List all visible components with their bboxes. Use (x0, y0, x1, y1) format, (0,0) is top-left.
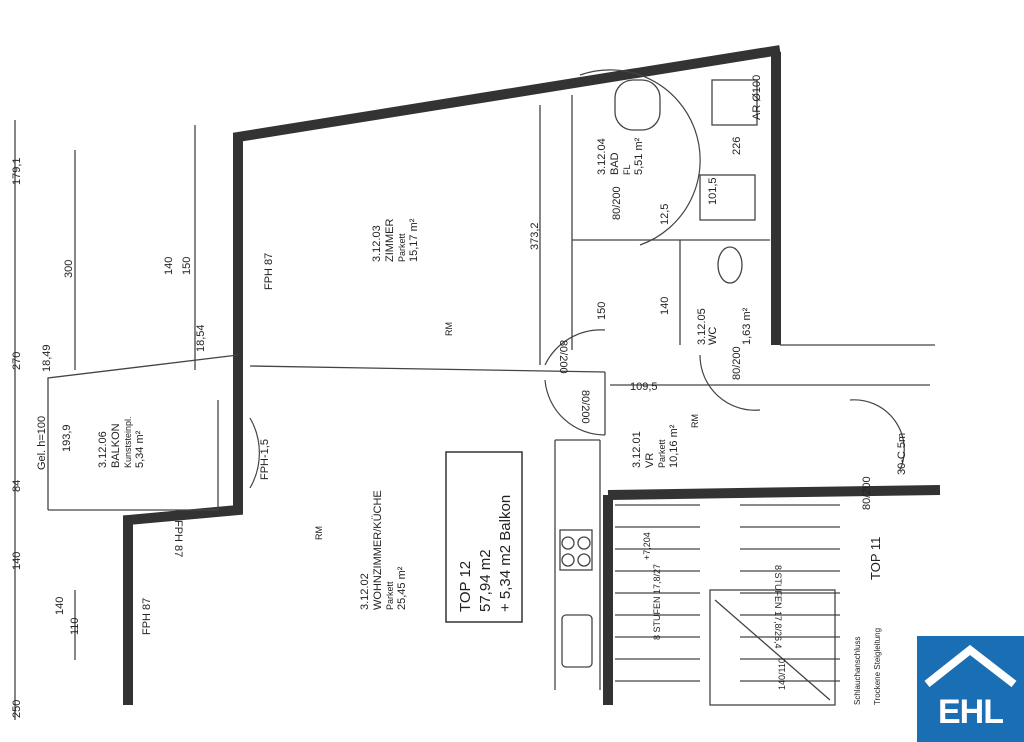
room-name: ZIMMER (384, 219, 396, 262)
room-floor: FL (622, 164, 632, 175)
bath-fixtures (614, 79, 758, 284)
room-floor: Parkett (397, 233, 407, 262)
shaft-label: 140/110 (777, 658, 787, 690)
ehl-logo: EHL (917, 636, 1024, 742)
dim-110: 110 (69, 617, 81, 635)
dim-140b: 140 (54, 597, 66, 615)
room-name: WC (707, 327, 719, 345)
door-swings (249, 69, 905, 489)
logo-text: EHL (938, 693, 1004, 731)
dim-109: 109,5 (630, 381, 658, 393)
room-floor: Parkett (657, 439, 667, 468)
door-label: 80/200 (557, 340, 569, 374)
exterior-walls (123, 45, 941, 705)
dim-140: 140 (163, 257, 175, 275)
ar-label: AR Ø100 (751, 75, 763, 120)
balcony (47, 354, 239, 511)
room-id: 3.12.04 (596, 138, 608, 175)
room-area: 5,34 m² (134, 430, 146, 468)
house-roof-icon (924, 644, 1017, 688)
room-balkon: 3.12.06 BALKON Kunststeinpl. 5,34 m² (97, 416, 146, 468)
room-id: 3.12.03 (371, 225, 383, 262)
shaft (709, 589, 836, 706)
dim-226: 226 (731, 137, 743, 155)
room-wc: 3.12.05 WC 1,63 m² (696, 307, 753, 345)
room-name: BAD (609, 152, 621, 175)
unit-summary: TOP 12 57,94 m2 + 5,34 m2 Balkon (457, 495, 514, 612)
room-name: WOHNZIMMER/KÜCHE (372, 490, 384, 610)
stairs-note2: Trockene Steigleitung (873, 628, 882, 705)
stairs-level: +7,204 (642, 532, 652, 560)
room-area: 25,45 m² (396, 566, 408, 610)
room-area: 5,51 m² (633, 137, 645, 175)
door-label: 80/200 (731, 346, 743, 380)
door-label: 80/200 (611, 186, 623, 220)
room-area: 1,63 m² (741, 307, 753, 345)
room-area: 10,16 m² (668, 424, 680, 468)
door-label: 80/200 (579, 390, 591, 424)
dim-12-5: 12,5 (659, 204, 671, 225)
room-area: 15,17 m² (408, 218, 420, 262)
dim-left-3: 84 (11, 480, 23, 492)
door-label: 80/200 (861, 476, 873, 510)
room-id: 3.12.02 (359, 573, 371, 610)
room-bad: 3.12.04 BAD FL 5,51 m² (596, 137, 645, 175)
rm-marker: RM (690, 414, 700, 428)
dim-101: 101,5 (707, 177, 719, 205)
room-name: VR (644, 453, 656, 468)
window-label: FPH-1,5 (259, 439, 271, 480)
room-id: 3.12.05 (696, 308, 708, 345)
dim-left-1: 179,1 (11, 157, 23, 185)
stairs-steps2: 8 STUFEN 17,8/26,4 (773, 565, 783, 649)
dimension-lines (14, 120, 196, 720)
stairs-top11: TOP 11 (868, 537, 883, 580)
room-zimmer: 3.12.03 ZIMMER Parkett 15,17 m² (371, 218, 420, 262)
dim-left-2: 270 (11, 352, 23, 370)
balcony-area: + 5,34 m2 Balkon (497, 495, 514, 612)
pipe-label: 30-C 5m (896, 433, 908, 475)
dim-150-circle: 150 (596, 302, 608, 320)
window-label: FPH 87 (263, 253, 275, 290)
window-label: FPH 87 (172, 520, 184, 557)
railing-height: Gel. h=100 (36, 416, 48, 470)
stairs-note1: Schlauchanschluss (853, 637, 862, 705)
room-floor: Parkett (385, 581, 395, 610)
dim-18-54: 18,54 (195, 324, 207, 352)
stairs-steps1: 8 STUFEN 17,8/27 (652, 564, 662, 640)
shaft-diagonal (714, 599, 831, 701)
unit-number: TOP 12 (457, 561, 474, 612)
dim-300: 300 (63, 260, 75, 278)
room-wohnzimmer: 3.12.02 WOHNZIMMER/KÜCHE Parkett 25,45 m… (359, 490, 408, 610)
room-id: 3.12.06 (97, 431, 109, 468)
dim-373: 373,2 (529, 222, 541, 250)
dim-140-vr: 140 (659, 297, 671, 315)
dim-18-49: 18,49 (41, 344, 53, 372)
room-name: BALKON (110, 423, 122, 468)
dim-left-5: 250 (11, 700, 23, 718)
room-floor: Kunststeinpl. (123, 416, 133, 468)
unit-area: 57,94 m2 (477, 549, 494, 612)
interior-walls (249, 95, 935, 690)
room-vr: 3.12.01 VR Parkett 10,16 m² (631, 424, 680, 468)
dim-193: 193,9 (61, 424, 73, 452)
dim-left-4: 140 (11, 552, 23, 570)
dim-150: 150 (181, 257, 193, 275)
summary-box (445, 451, 523, 623)
staircase (615, 504, 840, 682)
room-id: 3.12.01 (631, 431, 643, 468)
window-label: FPH 87 (141, 598, 153, 635)
rm-marker: RM (444, 322, 454, 336)
rm-marker: RM (314, 526, 324, 540)
